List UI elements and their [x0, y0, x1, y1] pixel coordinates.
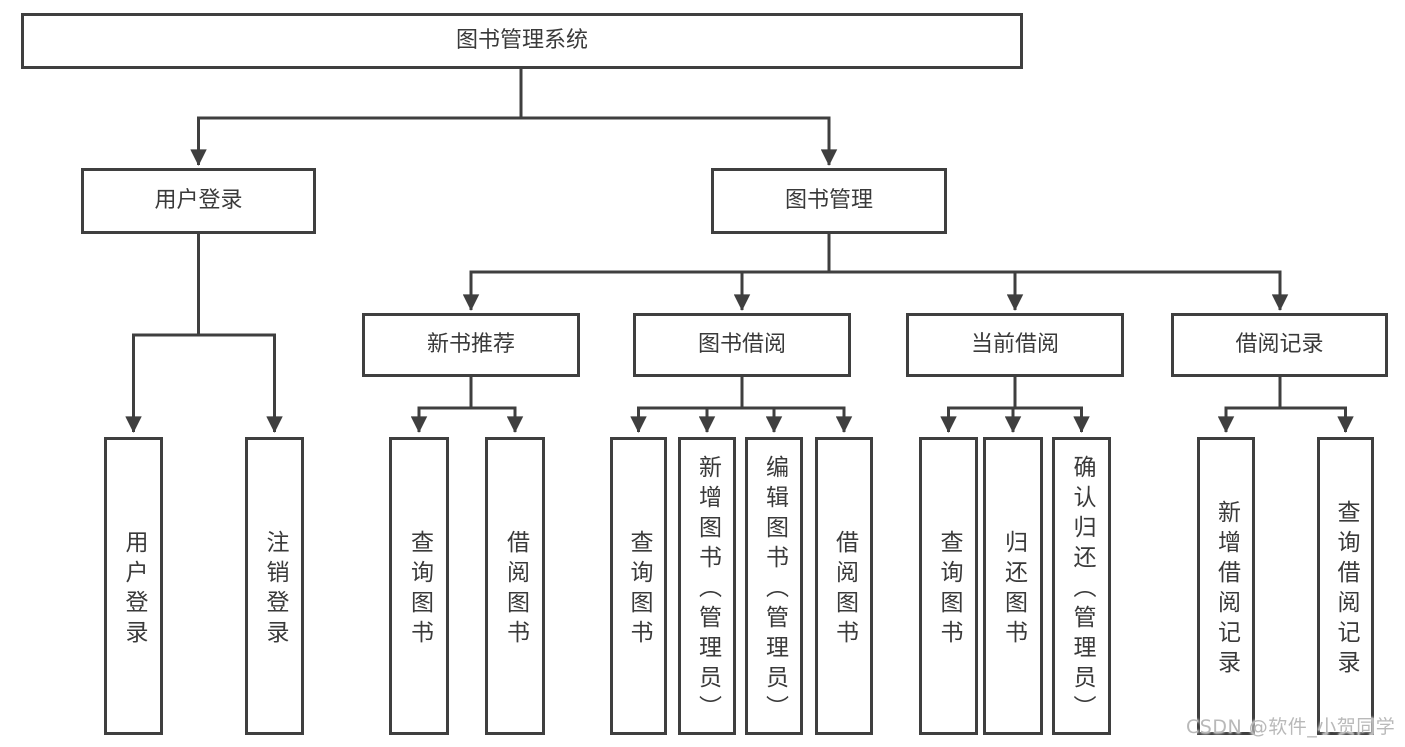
watermark-text: CSDN @软件_小贺同学: [1186, 716, 1396, 738]
leaf-label: 查询图书: [936, 529, 962, 650]
node-user-login-module: 用户登录: [81, 168, 316, 234]
node-book-borrow: 图书借阅: [633, 313, 851, 377]
node-book-management-module: 图书管理: [711, 168, 947, 234]
leaf-label: 归还图书: [1000, 529, 1027, 650]
leaf-label: 注销登录: [262, 529, 288, 650]
node-label: 新书推荐: [426, 332, 515, 357]
leaf-label: 查询借阅记录: [1333, 499, 1359, 680]
node-label: 借阅记录: [1235, 332, 1324, 357]
leaf-label: 新增图书（管理员）: [694, 454, 721, 725]
leaf-query-books-borrow: 查询图书: [610, 437, 667, 735]
node-new-book-recommend: 新书推荐: [362, 313, 580, 377]
leaf-query-books-recommend: 查询图书: [389, 437, 449, 735]
leaf-query-books-current: 查询图书: [919, 437, 978, 735]
leaf-user-login: 用户登录: [104, 437, 163, 735]
leaf-label: 借阅图书: [831, 529, 858, 650]
leaf-label: 编辑图书（管理员）: [761, 454, 788, 725]
leaf-edit-book-admin: 编辑图书（管理员）: [745, 437, 803, 735]
leaf-query-borrow-record: 查询借阅记录: [1317, 437, 1374, 735]
leaf-label: 用户登录: [121, 529, 147, 650]
node-label: 图书借阅: [697, 332, 786, 357]
leaf-logout: 注销登录: [245, 437, 304, 735]
node-current-borrow: 当前借阅: [906, 313, 1124, 377]
node-root-label: 图书管理系统: [455, 28, 588, 53]
node-label: 用户登录: [154, 188, 243, 213]
node-root: 图书管理系统: [21, 13, 1023, 69]
leaf-label: 新增借阅记录: [1213, 499, 1240, 680]
leaf-label: 借阅图书: [502, 529, 529, 650]
node-label: 当前借阅: [970, 332, 1059, 357]
leaf-borrow-books-recommend: 借阅图书: [485, 437, 545, 735]
leaf-add-book-admin: 新增图书（管理员）: [678, 437, 736, 735]
node-label: 图书管理: [784, 188, 873, 213]
leaf-label: 确认归还（管理员）: [1069, 454, 1095, 725]
leaf-label: 查询图书: [626, 529, 652, 650]
leaf-confirm-return-admin: 确认归还（管理员）: [1052, 437, 1111, 735]
leaf-add-borrow-record: 新增借阅记录: [1197, 437, 1255, 735]
leaf-label: 查询图书: [406, 529, 433, 650]
node-borrow-records: 借阅记录: [1171, 313, 1388, 377]
leaf-return-book: 归还图书: [983, 437, 1043, 735]
leaf-borrow-book: 借阅图书: [815, 437, 873, 735]
